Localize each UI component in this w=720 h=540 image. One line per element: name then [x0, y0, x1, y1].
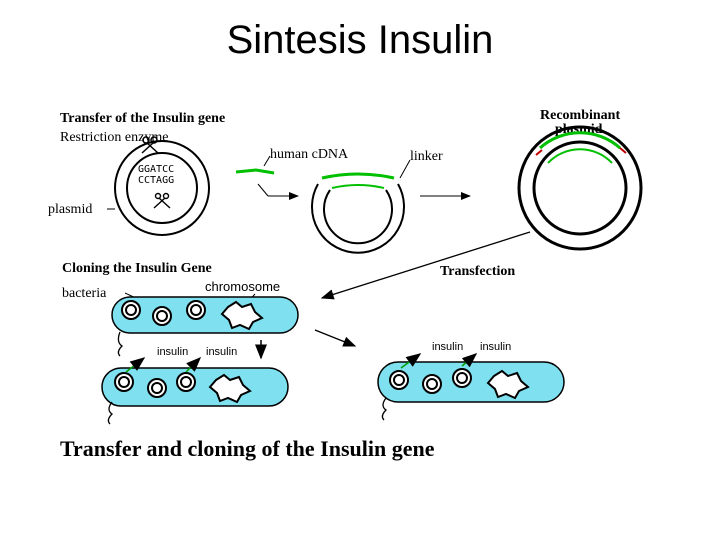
cdna-pointer — [263, 155, 271, 167]
slide-title: Sintesis Insulin — [226, 18, 494, 62]
section1-heading: Transfer of the Insulin gene — [60, 111, 225, 126]
chromosome-shape — [220, 300, 264, 331]
plasmid-ring — [114, 140, 210, 236]
flagellum — [381, 397, 388, 421]
scissors-icon — [141, 136, 159, 154]
insulin-label: insulin — [480, 341, 511, 353]
flagellum — [117, 331, 124, 357]
arrow-right — [314, 329, 357, 347]
flagellum — [107, 401, 114, 425]
chromosome-shape — [486, 369, 530, 400]
sequence-top: GGATCC — [138, 164, 174, 175]
arrow-step1-tail — [257, 183, 269, 197]
recombinant-plasmid-ring — [517, 125, 643, 251]
diagram-caption: Transfer and cloning of the Insulin gene — [60, 436, 435, 461]
section2-heading: Cloning the Insulin Gene — [62, 261, 212, 276]
transfection-label: Transfection — [440, 264, 515, 279]
insulin-label: insulin — [432, 341, 463, 353]
linker-pointer — [399, 159, 411, 179]
restriction-enzyme-label: Restriction enzyme — [60, 130, 168, 145]
chromosome-label: chromosome — [205, 279, 280, 294]
chromosome-shape — [208, 373, 252, 404]
cdna-fragment — [235, 168, 275, 175]
bacterium-cell — [101, 356, 289, 425]
scissors-icon — [153, 192, 171, 209]
transfection-arrow — [320, 231, 531, 300]
opened-plasmid-ring — [311, 172, 405, 254]
human-cdna-label: human cDNA — [270, 147, 349, 162]
insulin-label: insulin — [157, 346, 188, 358]
recombinant-label-line1: Recombinant — [540, 108, 620, 123]
bacterium-cell — [377, 353, 565, 421]
bacterium-cell — [111, 296, 299, 357]
sequence-bottom: CCTAGG — [138, 175, 174, 186]
plasmid-label: plasmid — [48, 202, 92, 217]
linker-label: linker — [410, 149, 443, 164]
bacteria-label: bacteria — [62, 286, 107, 301]
insulin-label: insulin — [206, 346, 237, 358]
